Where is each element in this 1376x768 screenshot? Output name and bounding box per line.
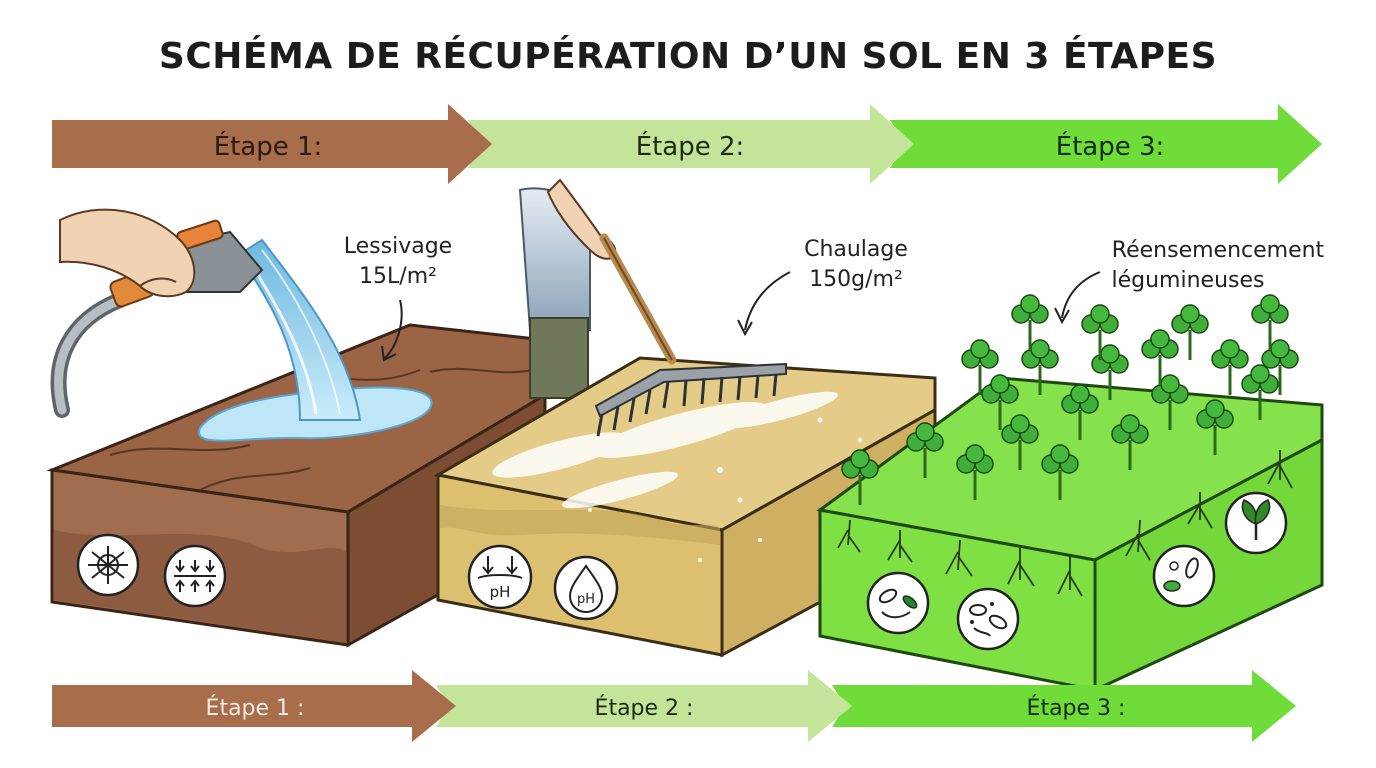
ph-drop-icon-text: pH (577, 592, 595, 607)
rake-tool (594, 233, 787, 437)
top-arrow-step3 (890, 104, 1322, 184)
ph-lowering-icon-text: pH (490, 583, 511, 601)
bacteria-icon (866, 571, 930, 635)
plant-roots (837, 450, 1293, 597)
bottom-arrow-label-1: Étape 1 : (206, 695, 305, 721)
annotation-step1-line2: 15L/m² (359, 264, 437, 289)
compaction-icon (163, 544, 227, 608)
annotation-step3-line2: légumineuses (1112, 268, 1265, 293)
ph-drop-icon: pH (553, 555, 619, 621)
hose-hand-illustration (50, 208, 264, 418)
annotation-step1-pointer (384, 299, 403, 359)
soil-structure-icon (76, 533, 140, 597)
top-arrow-label-3: Étape 3: (1056, 130, 1165, 162)
ph-lowering-icon: pH (467, 544, 533, 610)
farmer-illustration (518, 178, 617, 399)
annotation-step3-line1: Réensemencement (1112, 238, 1325, 263)
top-arrow-step2 (468, 104, 914, 184)
bottom-arrow-step3 (832, 670, 1296, 742)
bottom-arrow-label-3: Étape 3 : (1027, 695, 1126, 721)
bottom-arrow-step2 (436, 670, 852, 742)
top-arrow-label-2: Étape 2: (636, 130, 745, 162)
root-nodule-icon (1152, 544, 1216, 608)
annotation-step2-line1: Chaulage (804, 237, 908, 262)
water-stream (197, 238, 433, 442)
top-arrow-step1 (52, 104, 492, 184)
annotation-step2-pointer (744, 271, 791, 331)
top-arrow-label-1: Étape 1: (214, 130, 323, 162)
bottom-arrow-label-2: Étape 2 : (595, 695, 694, 721)
sprout-icon (1224, 491, 1288, 555)
annotation-step2-line2: 150g/m² (809, 267, 903, 292)
diagram-title: SCHÉMA DE RÉCUPÉRATION D’UN SOL EN 3 ÉTA… (158, 36, 1218, 77)
annotation-step1-line1: Lessivage (344, 234, 452, 259)
annotation-step3-pointer (1061, 271, 1101, 319)
microbes-icon (956, 587, 1020, 651)
bottom-arrow-step1 (52, 670, 456, 742)
